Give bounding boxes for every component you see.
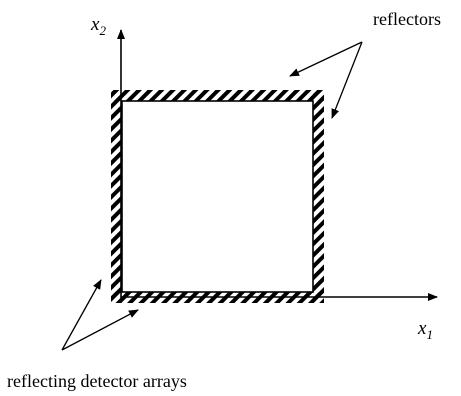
detector-arrow-bottom [61,309,139,351]
reflector-arrow-right [331,41,363,119]
detector-arrow-left [61,279,102,351]
domain-square [121,100,314,293]
x2-axis-label: x2 [90,14,106,38]
x1-axis-label: x1 [417,318,433,342]
bottom-detector-wall [111,292,324,303]
top-reflector-wall [111,90,324,101]
reflectors-label: reflectors [373,9,441,29]
right-reflector-wall [313,90,324,303]
reflector-arrow-top [289,41,363,77]
detector-arrays-label: reflecting detector arrays [7,371,187,391]
left-detector-wall [111,90,122,303]
